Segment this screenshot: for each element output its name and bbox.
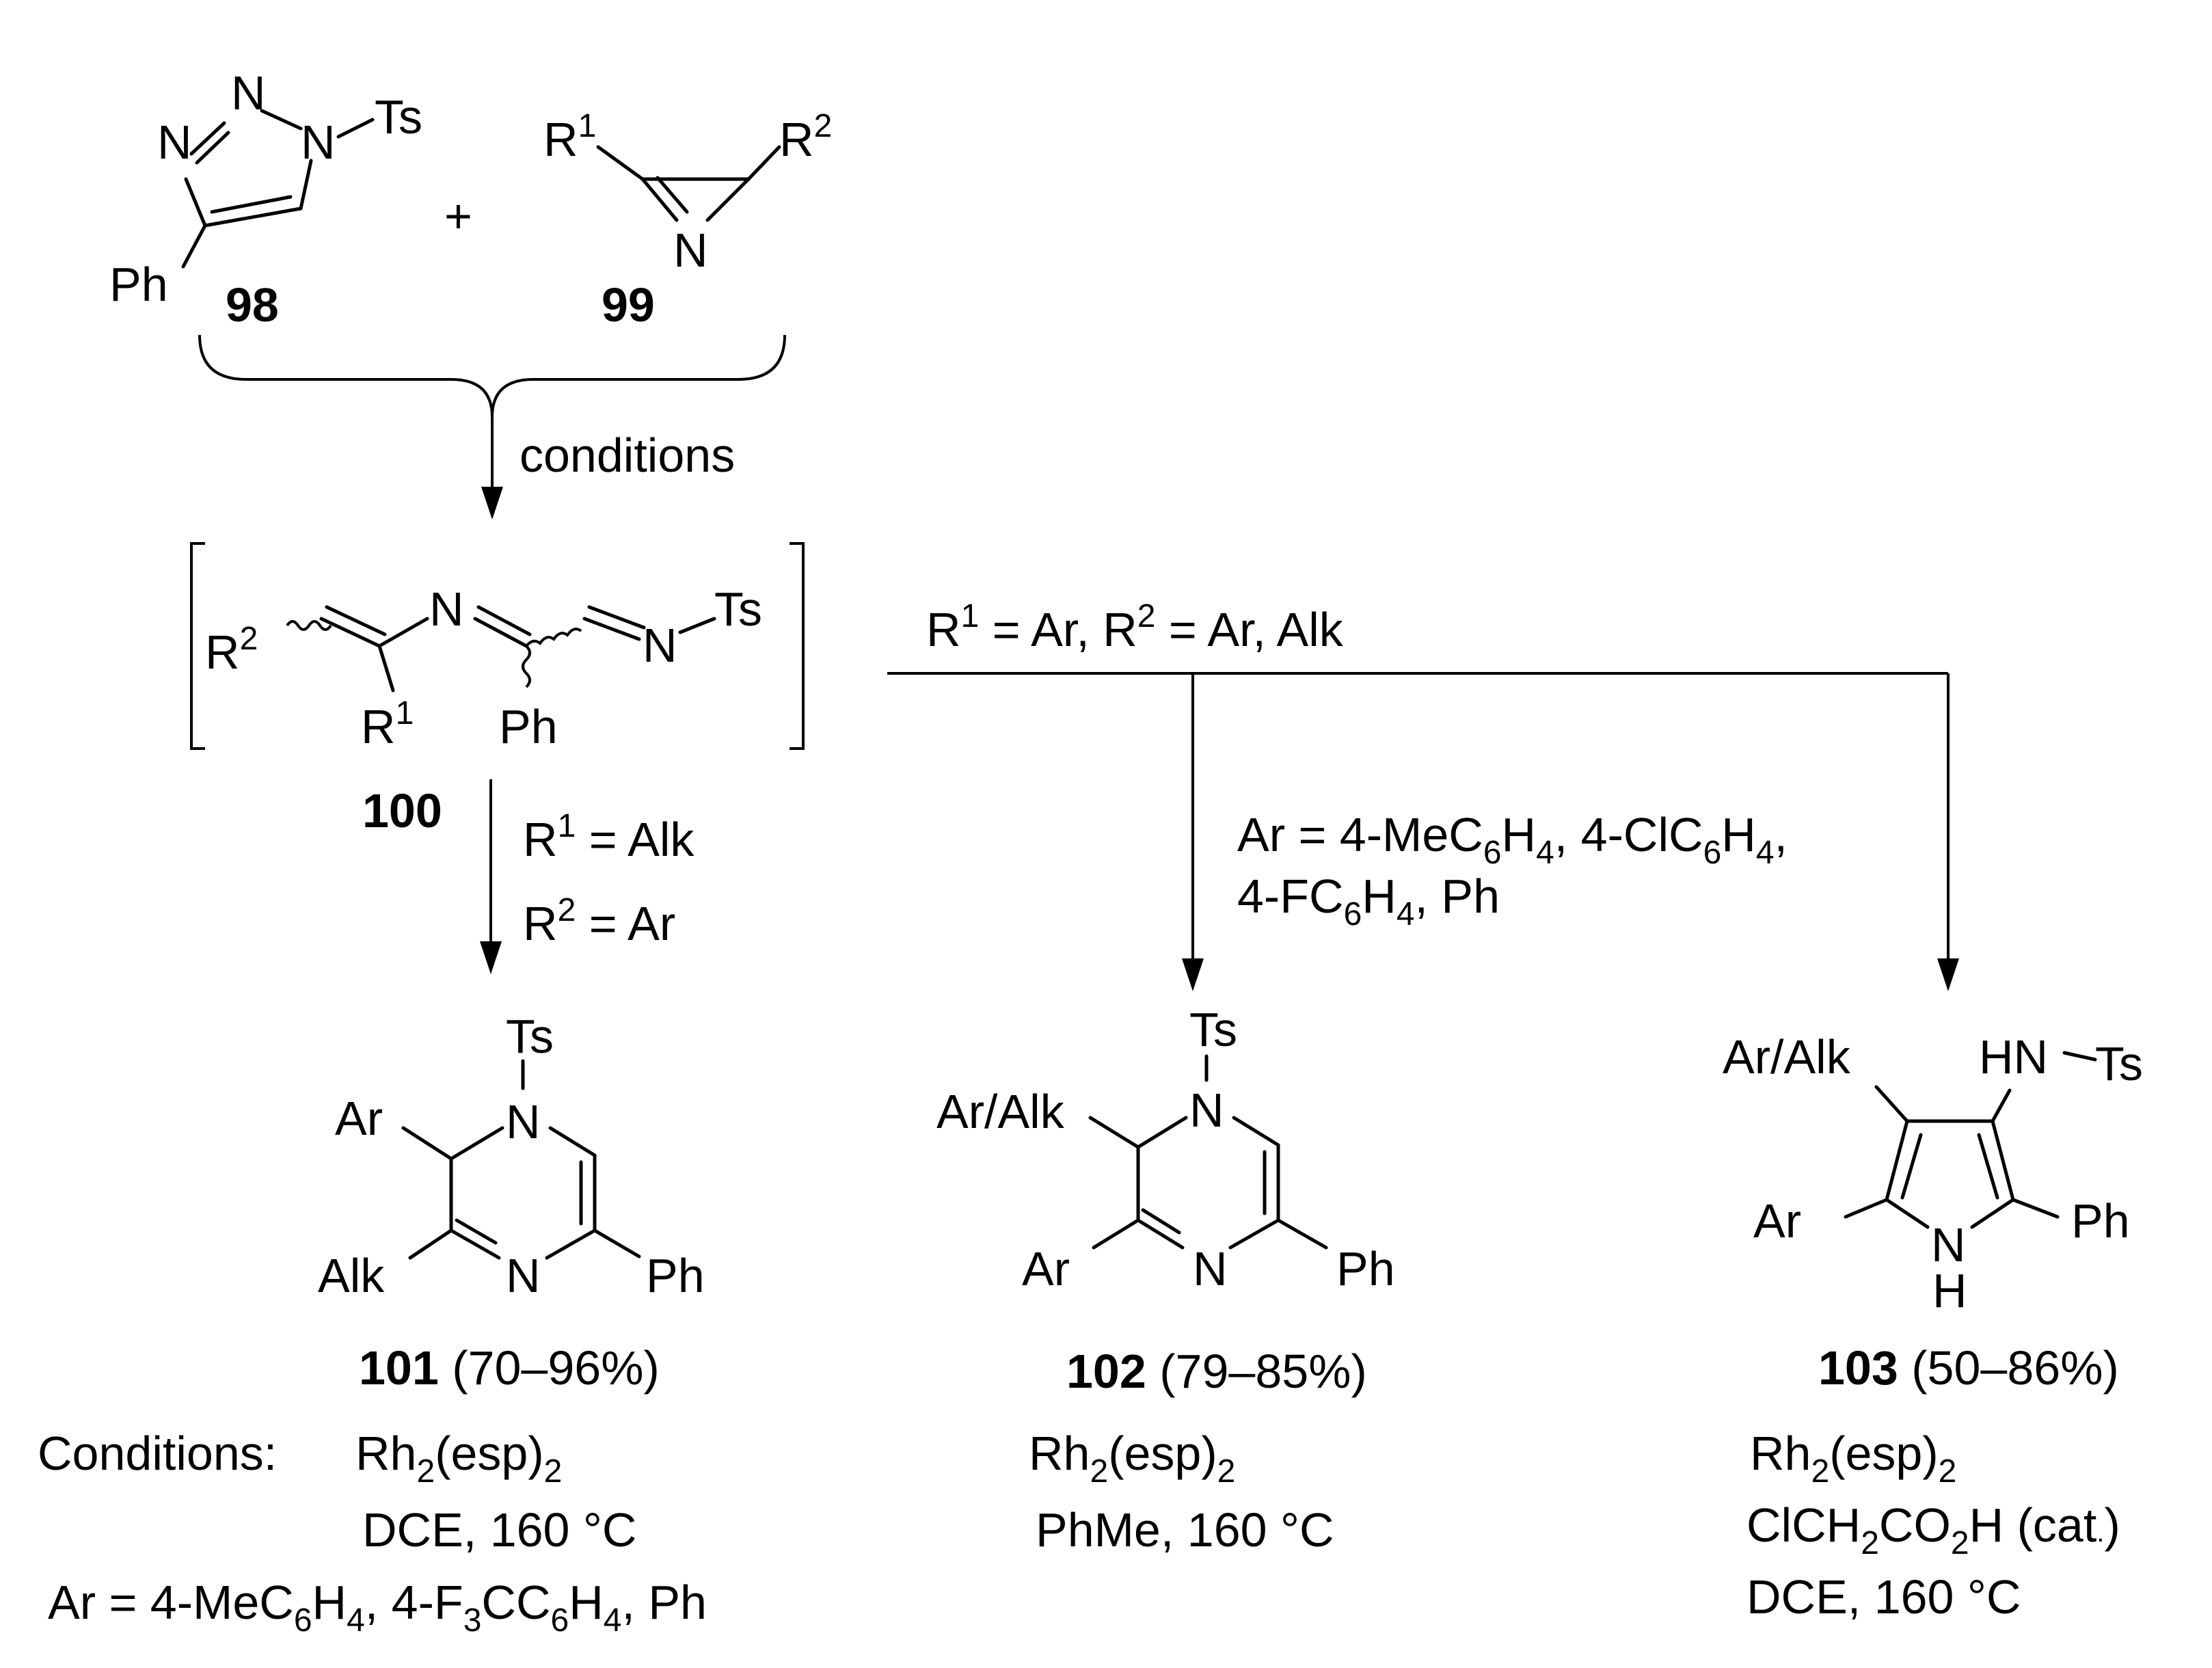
compound-102: Ts N Ar/Alk Ar N Ph 102 (79–85%) Rh2(esp… [936,1003,1395,1557]
compound-number-102: 102 [1066,1345,1146,1398]
substituent-ar-alk: Ar/Alk [1723,1030,1851,1084]
atom-label-n: N [1189,1084,1224,1137]
atom-label-ts: Ts [375,90,422,144]
atom-label-n: N [157,116,192,169]
atom-label-n: N [231,66,266,120]
additive-103: ClCH2CO2H (cat.) [1746,1498,2120,1561]
compound-103-caption: 103 (50–86%) [1818,1341,2119,1395]
bracket-right [790,542,805,750]
substituent-ar: Ar [1022,1242,1070,1295]
scope-102-line2: 4-FC6H4, Ph [1237,870,1500,932]
compound-number-100: 100 [362,784,442,837]
substituent-ar-alk: Ar/Alk [936,1085,1065,1138]
compound-98: N N N Ts Ph 98 [109,66,422,332]
substituent-r1: R1 [543,108,596,166]
yield-101: (70–96%) [439,1341,660,1395]
atom-label-ph: Ph [2071,1194,2130,1248]
atom-label-n: N [506,1095,541,1148]
catalyst-101: Rh2(esp)2 [355,1427,562,1490]
compound-99: R1 R2 N 99 [543,108,832,332]
atom-label-n: N [301,116,336,169]
scope-102-line1: Ar = 4-MeC6H4, 4-ClC6H4, [1237,808,1788,871]
atom-label-n: N [1193,1242,1228,1295]
scope-101: Ar = 4-MeC6H4, 4-F3CC6H4, Ph [48,1576,707,1639]
substituent-ar: Ar [335,1092,383,1145]
conditions-heading: Conditions: [38,1427,277,1480]
atom-label-ph: Ph [499,700,558,753]
atom-label-n: N [1931,1218,1966,1272]
arrowhead [481,487,503,520]
atom-label-n: N [643,619,677,672]
compound-number-101: 101 [359,1341,439,1395]
atom-label-ts: Ts [506,1010,554,1063]
atom-label-ts: Ts [1189,1003,1237,1056]
solvent-103: DCE, 160 °C [1746,1570,2021,1624]
condition-r2-ar: R2 = Ar [523,892,675,950]
compound-100: R2 N N Ts R1 Ph 100 [190,542,805,837]
reagent-conditions: conditions [520,429,735,482]
compound-number-98: 98 [226,278,279,332]
yield-102: (79–85%) [1146,1345,1367,1398]
solvent-102: PhMe, 160 °C [1036,1503,1334,1557]
atom-label-ph: Ph [1336,1242,1395,1295]
atom-label-h: H [1932,1264,1967,1317]
atom-label-n: N [506,1249,541,1302]
substituent-r1: R1 [361,695,414,753]
compound-number-99: 99 [602,278,655,332]
bracket-left [190,542,205,750]
branch-condition-r1-r2: R1 = Ar, R2 = Ar, Alk [926,598,1344,656]
atom-label-ts: Ts [714,582,762,636]
arrowhead [480,941,502,974]
catalyst-103: Rh2(esp)2 [1750,1427,1956,1490]
brace [198,334,786,418]
substituent-ar: Ar [1753,1194,1801,1248]
compound-102-caption: 102 (79–85%) [1066,1345,1367,1398]
substituent-r2: R2 [205,621,258,679]
substituent-r2: R2 [779,108,832,166]
arrowhead [1182,958,1204,991]
compound-number-103: 103 [1818,1341,1898,1395]
atom-label-ph: Ph [646,1249,705,1302]
yield-103: (50–86%) [1898,1341,2119,1395]
compound-103: Ar/Alk HN Ts Ar Ph N H 103 (50–86%) Rh2(… [1723,1030,2143,1624]
catalyst-102: Rh2(esp)2 [1029,1427,1235,1490]
substituent-hn: HN [1979,1030,2048,1084]
atom-label-ts: Ts [2095,1037,2143,1090]
atom-label-n: N [673,224,708,277]
atom-label-n: N [429,582,464,636]
compound-101: Ts N Ar Alk N Ph 101 (70–96%) Conditions… [38,1010,707,1639]
arrowhead [1937,958,1959,991]
plus-sign: + [444,189,472,243]
compound-101-caption: 101 (70–96%) [359,1341,660,1395]
solvent-101: DCE, 160 °C [362,1503,636,1557]
substituent-alk: Alk [318,1249,385,1302]
atom-label-ph: Ph [109,258,168,311]
condition-r1-alk: R1 = Alk [523,808,694,866]
